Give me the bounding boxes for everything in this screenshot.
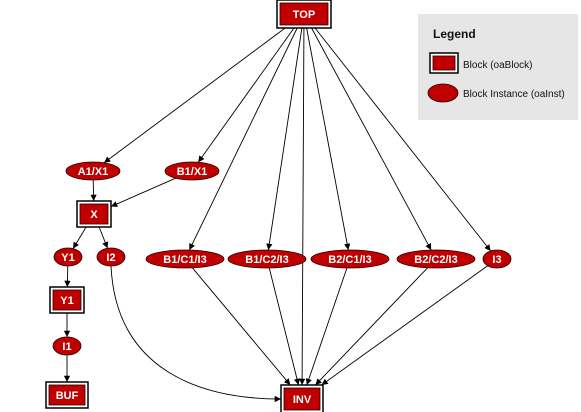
node-inv[interactable]: INV <box>280 384 324 412</box>
node-a1x1[interactable]: A1/X1 <box>65 161 121 181</box>
node-x-shape <box>79 203 109 225</box>
node-b1c2i3-label: B1/C2/I3 <box>245 254 288 266</box>
legend-block-label: Block (oaBlock) <box>463 60 532 71</box>
node-b1x1-shape <box>164 161 220 181</box>
node-b1c2i3[interactable]: B1/C2/I3 <box>227 249 307 269</box>
edge-b2c2i3-to-inv <box>315 267 428 386</box>
node-inv-shape <box>283 387 321 411</box>
edges <box>63 27 492 403</box>
node-b2c2i3-label: B2/C2/I3 <box>414 254 457 266</box>
edge-top-to-b1c1i3 <box>188 27 298 251</box>
edge-top-to-a1x1 <box>103 27 286 164</box>
edge-top-to-b1x1 <box>197 27 295 163</box>
node-top[interactable]: TOP <box>276 0 332 29</box>
node-buf[interactable]: BUF <box>45 381 89 409</box>
node-b1c1i3-shape <box>145 249 225 269</box>
edge-top-to-b2c2i3 <box>311 27 432 251</box>
node-i3-label: I3 <box>492 254 501 266</box>
node-i2-shape <box>96 247 126 267</box>
node-b1x1[interactable]: B1/X1 <box>164 161 220 181</box>
legend-block-swatch <box>432 55 456 71</box>
node-y1b[interactable]: Y1 <box>49 286 85 314</box>
node-y1b-shape <box>52 289 82 311</box>
edge-b2c1i3-to-inv <box>305 267 348 386</box>
node-y1i-shape <box>53 247 83 267</box>
edge-top-to-inv <box>298 27 306 386</box>
node-b1c2i3-shape <box>227 249 307 269</box>
node-x-label: X <box>90 209 98 221</box>
edge-b1c2i3-to-inv <box>268 267 301 386</box>
node-b2c2i3[interactable]: B2/C2/I3 <box>396 249 476 269</box>
node-i3-shape <box>482 249 512 269</box>
edge-x-to-y1i <box>72 226 87 249</box>
node-i1-label: I1 <box>62 341 71 353</box>
node-i2[interactable]: I2 <box>96 247 126 267</box>
edge-x-to-i2 <box>98 226 109 249</box>
legend-title: Legend <box>433 27 476 41</box>
edge-i3-to-inv <box>321 265 488 386</box>
node-b1c1i3-label: B1/C1/I3 <box>163 254 206 266</box>
edge-top-to-b2c1i3 <box>306 27 351 251</box>
node-i2-label: I2 <box>106 252 115 264</box>
node-i1[interactable]: I1 <box>52 336 82 356</box>
edge-top-to-b1c2i3 <box>266 27 303 251</box>
node-b1x1-label: B1/X1 <box>177 166 208 178</box>
node-a1x1-label: A1/X1 <box>78 166 109 178</box>
legend-instance-swatch <box>427 83 459 103</box>
node-y1i[interactable]: Y1 <box>53 247 83 267</box>
node-i3[interactable]: I3 <box>482 249 512 269</box>
node-a1x1-shape <box>65 161 121 181</box>
node-b2c1i3-label: B2/C1/I3 <box>328 254 371 266</box>
edge-b1c1i3-to-inv <box>192 267 291 386</box>
node-inv-label: INV <box>293 394 312 406</box>
legend: Legend Block (oaBlock) Block Instance (o… <box>418 14 578 120</box>
node-y1i-label: Y1 <box>61 252 74 264</box>
node-b2c1i3[interactable]: B2/C1/I3 <box>310 249 390 269</box>
edge-i2-to-inv <box>110 265 282 403</box>
node-b1c1i3[interactable]: B1/C1/I3 <box>145 249 225 269</box>
node-b2c1i3-shape <box>310 249 390 269</box>
edge-b1x1-to-x <box>110 177 176 207</box>
node-buf-shape <box>48 384 86 406</box>
node-x[interactable]: X <box>76 200 112 228</box>
node-b2c2i3-shape <box>396 249 476 269</box>
node-y1b-label: Y1 <box>60 295 73 307</box>
node-i1-shape <box>52 336 82 356</box>
node-top-label: TOP <box>293 9 315 21</box>
legend-instance-label: Block Instance (oaInst) <box>463 89 565 100</box>
node-top-shape <box>279 2 329 26</box>
node-buf-label: BUF <box>56 390 79 402</box>
edge-top-to-i3 <box>314 27 492 252</box>
